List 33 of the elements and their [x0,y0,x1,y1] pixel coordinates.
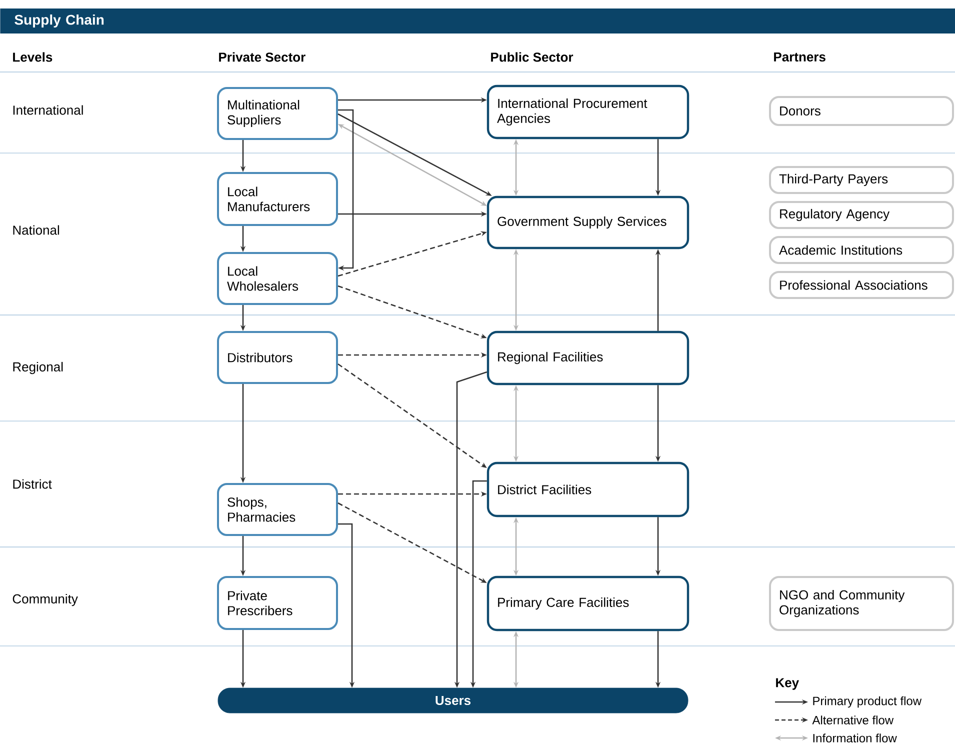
title-bar: Supply Chain [0,8,955,34]
private-sector-box: Multinational Suppliers [217,87,338,140]
private-sector-box: Distributors [217,331,338,384]
column-heading: Partners [774,52,826,62]
private-sector-box: Shops, Pharmacies [217,483,338,536]
private-sector-box: Local Manufacturers [217,172,338,226]
arrow [338,109,354,271]
column-heading: Levels [13,52,52,62]
partner-box: Professional Associations [769,271,954,299]
partner-box: Academic Institutions [769,236,954,264]
private-sector-box: Private Prescribers [217,576,338,630]
level-label: Community [12,594,78,606]
public-sector-box: Government Supply Services [486,196,690,250]
partner-box: NGO and Community Organizations [769,576,954,631]
legend-label: Information flow [813,734,897,742]
level-label: Regional [13,362,63,374]
legend-heading: Key [776,678,799,690]
level-label: District [13,479,52,489]
legend-label: Alternative flow [812,716,894,724]
public-sector-box: Regional Facilities [486,330,690,386]
partner-box: Regulatory Agency [769,201,954,229]
partner-box: Donors [769,96,954,126]
private-sector-box: Local Wholesalers [217,252,338,305]
level-label: National [13,225,60,235]
level-label: International [13,105,83,115]
column-heading: Private Sector [219,52,306,62]
public-sector-box: District Facilities [486,462,690,518]
column-heading: Public Sector [491,52,574,62]
partner-box: Third-Party Payers [769,166,954,194]
users-bar: Users [218,688,688,714]
public-sector-box: International Procurement Agencies [486,84,690,140]
public-sector-box: Primary Care Facilities [486,576,690,632]
legend-label: Primary product flow [813,696,922,708]
